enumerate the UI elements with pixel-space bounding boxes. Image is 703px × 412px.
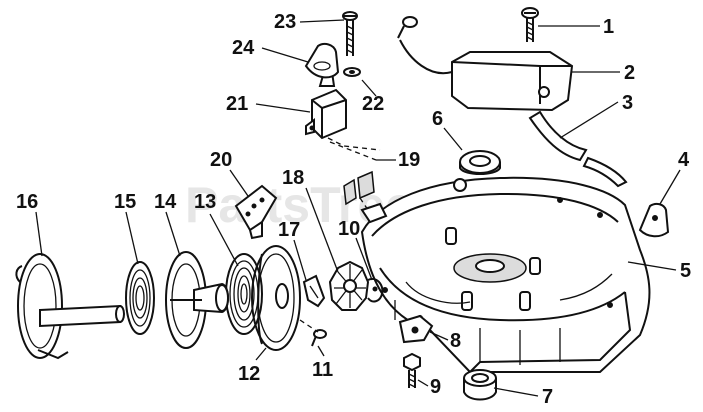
- callout-22: 22: [362, 93, 384, 115]
- callout-5: 5: [680, 260, 691, 282]
- part-10-clip[interactable]: [367, 278, 384, 303]
- part-12-pulley[interactable]: [251, 245, 301, 351]
- part-2-ignition-module[interactable]: [397, 16, 574, 112]
- part-6-washer[interactable]: [459, 150, 501, 175]
- callout-numbers: 1 2 3 4 5 6 7 8 9 10 11 12 13 14 15 16 1…: [16, 11, 691, 408]
- part-23-screw[interactable]: [342, 11, 358, 56]
- callout-12: 12: [238, 363, 260, 385]
- callout-20: 20: [210, 149, 232, 171]
- part-20-handle[interactable]: [234, 184, 278, 240]
- callout-9: 9: [430, 376, 441, 398]
- part-24-knob[interactable]: [304, 43, 340, 79]
- part-19-bracket[interactable]: [329, 141, 388, 224]
- callout-13: 13: [194, 191, 216, 213]
- part-21-switch[interactable]: [305, 71, 381, 151]
- callout-16: 16: [16, 191, 38, 213]
- callout-7: 7: [542, 386, 553, 408]
- part-14-pulley-hub[interactable]: [165, 251, 229, 349]
- callout-1: 1: [603, 16, 614, 38]
- callout-10: 10: [338, 218, 360, 240]
- part-4-cone[interactable]: [638, 202, 670, 238]
- part-5-housing[interactable]: [360, 176, 651, 373]
- callout-3: 3: [622, 92, 633, 114]
- part-16-shaft-cup[interactable]: [15, 253, 125, 360]
- part-22-washer[interactable]: [343, 67, 361, 77]
- part-13-spring[interactable]: [225, 253, 263, 335]
- leader-lines: [35, 19, 681, 397]
- part-11-screw[interactable]: [299, 319, 327, 347]
- callout-14: 14: [154, 191, 177, 213]
- callout-4: 4: [678, 149, 690, 171]
- part-8-nut-plate[interactable]: [398, 314, 434, 344]
- callout-23: 23: [274, 11, 296, 33]
- callout-24: 24: [232, 37, 255, 59]
- part-17-pawl[interactable]: [302, 274, 326, 308]
- callout-21: 21: [226, 93, 248, 115]
- callout-6: 6: [432, 108, 443, 130]
- callout-2: 2: [624, 62, 635, 84]
- callout-19: 19: [398, 149, 420, 171]
- callout-18: 18: [282, 167, 304, 189]
- part-1-screw[interactable]: [521, 7, 539, 42]
- callout-15: 15: [114, 191, 136, 213]
- callout-17: 17: [278, 219, 300, 241]
- part-15-inner-spring[interactable]: [125, 261, 155, 335]
- part-9-bolt[interactable]: [403, 352, 421, 388]
- part-7-bushing[interactable]: [463, 369, 497, 401]
- callout-8: 8: [450, 330, 461, 352]
- part-18-cog[interactable]: [328, 260, 370, 311]
- part-3-tube[interactable]: [528, 110, 628, 188]
- callout-11: 11: [312, 359, 333, 381]
